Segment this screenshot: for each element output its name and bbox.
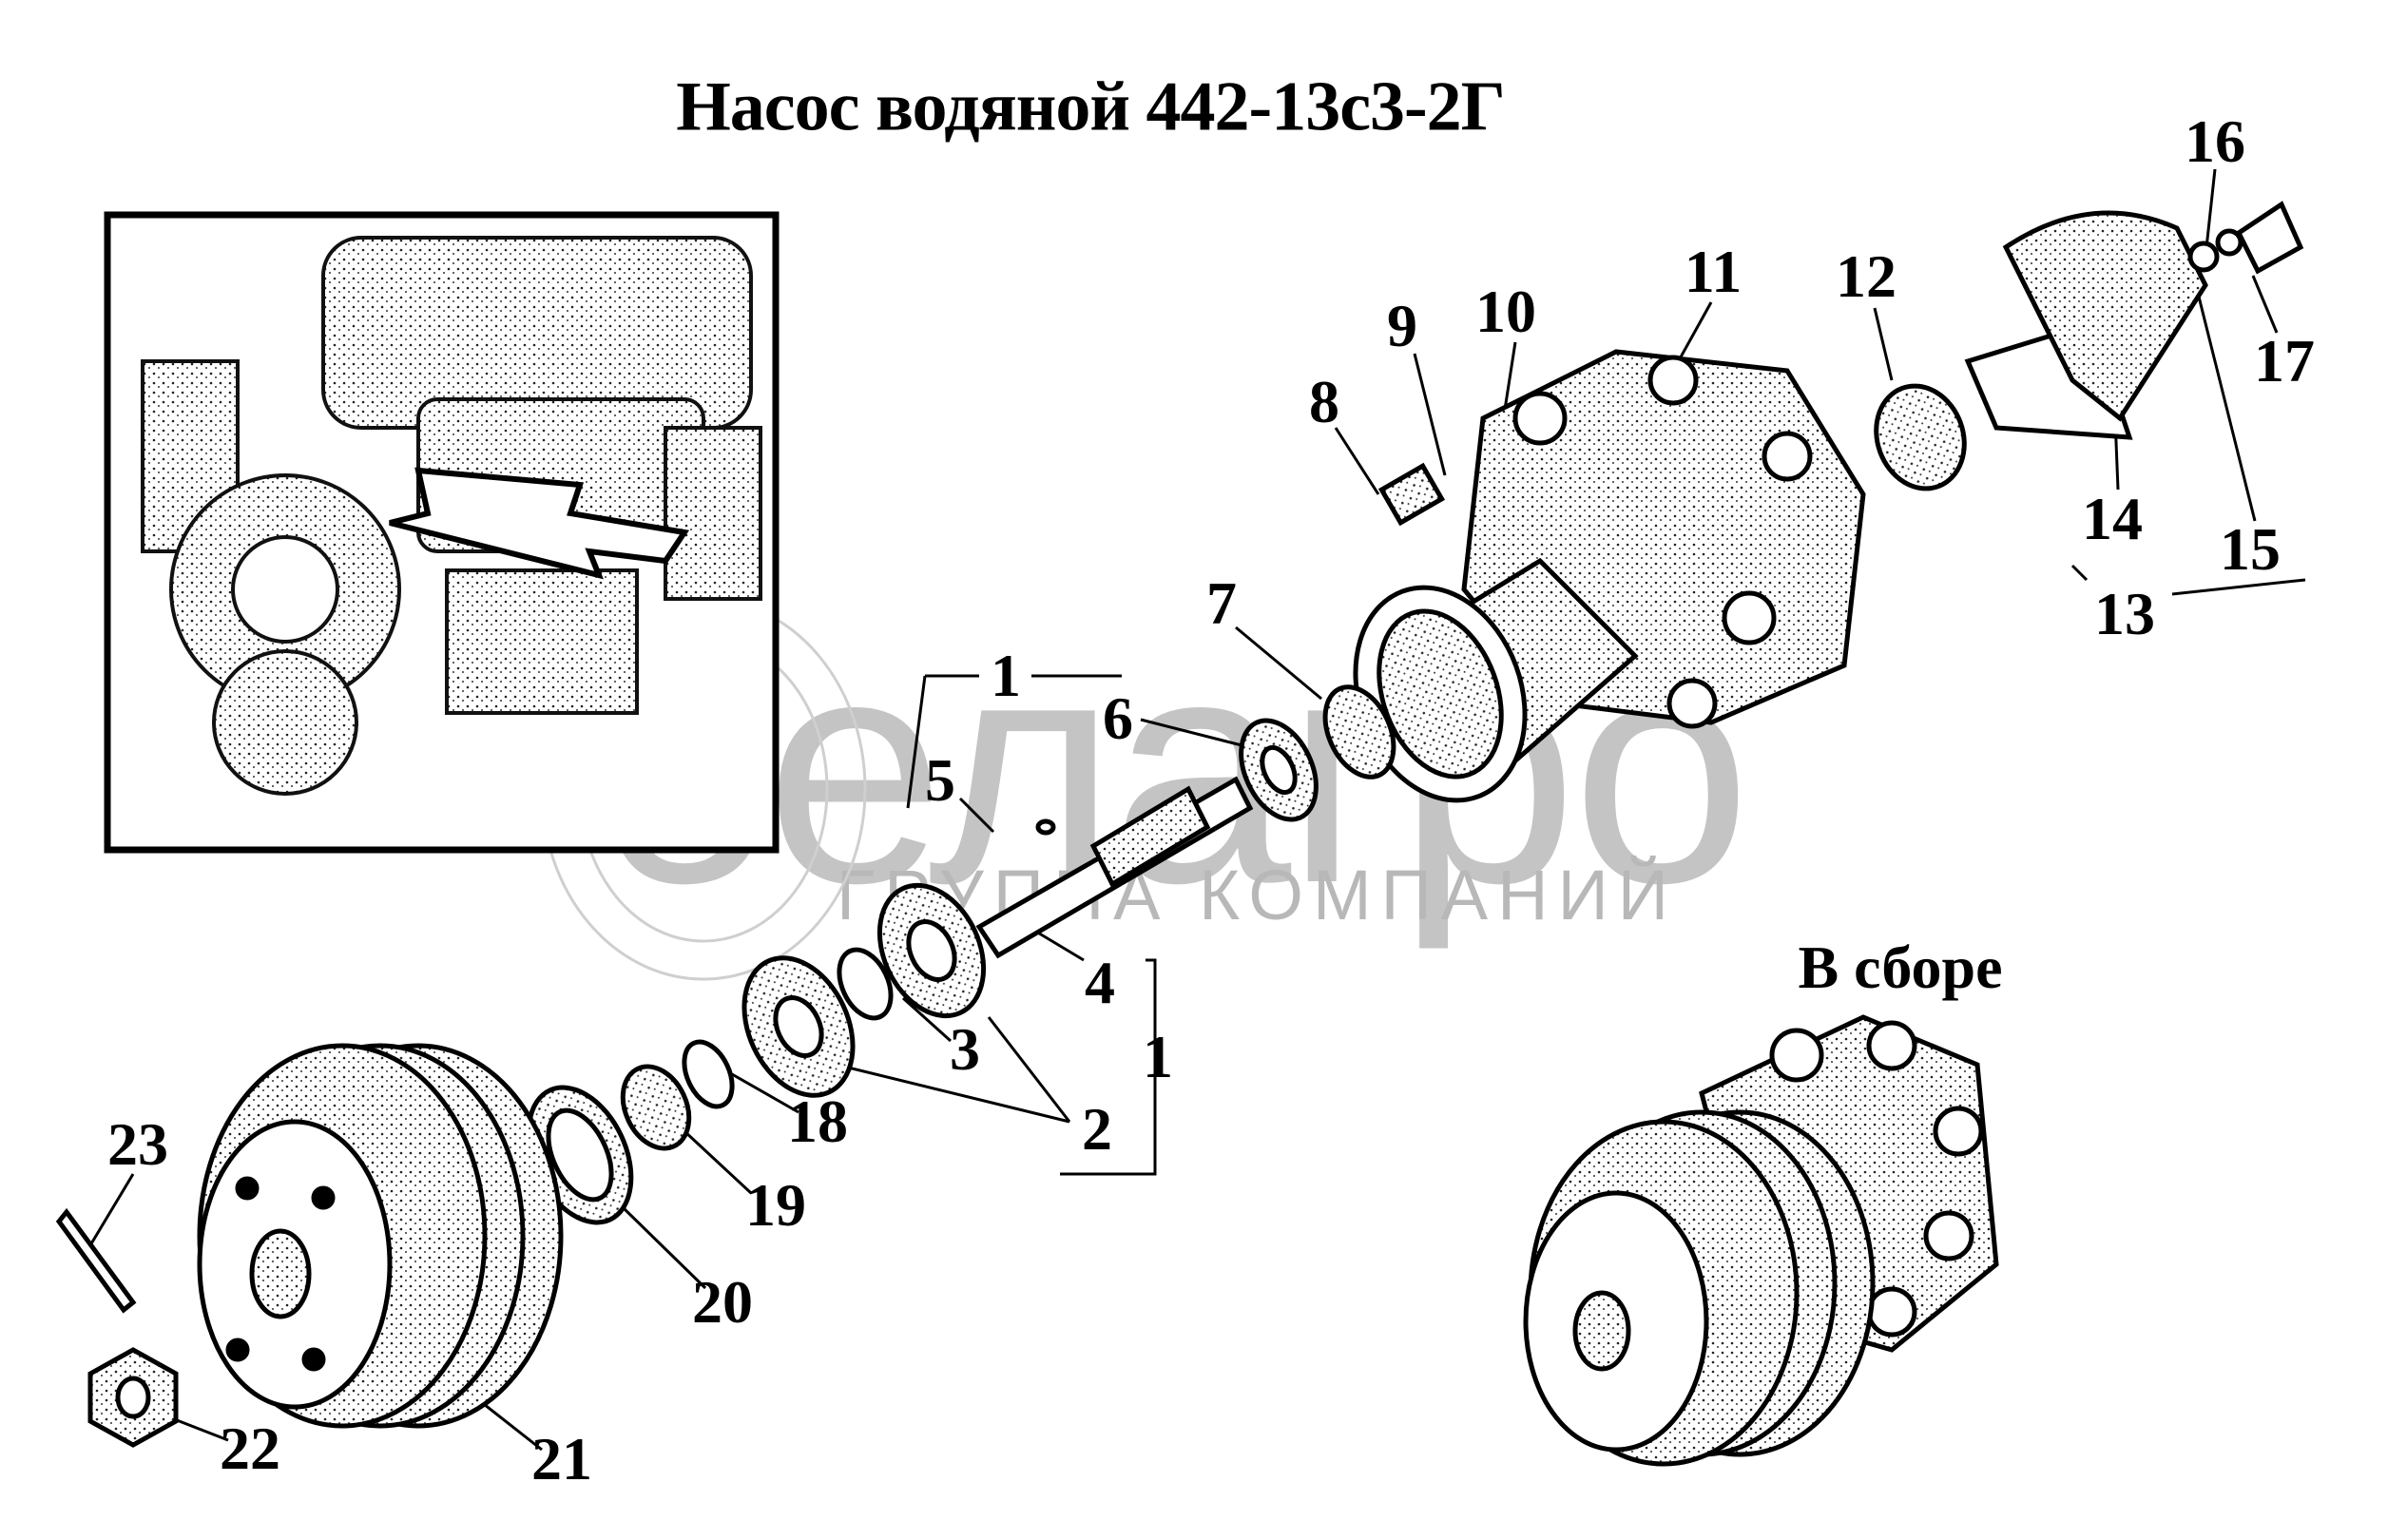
callout-21: 21 bbox=[531, 1425, 592, 1492]
callout-19: 19 bbox=[745, 1171, 806, 1239]
watermark-subtitle: ГРУППА КОМПАНИЙ bbox=[837, 856, 1678, 934]
bearings bbox=[1239, 684, 1396, 822]
page-title: Насос водяной 442-13с3-2Г bbox=[676, 67, 1506, 146]
callout-3: 3 bbox=[950, 1015, 980, 1083]
callout-1-right: 1 bbox=[1143, 1023, 1173, 1090]
callout-10: 10 bbox=[1475, 278, 1536, 345]
callout-7: 7 bbox=[1206, 569, 1237, 637]
callout-2: 2 bbox=[1082, 1095, 1112, 1163]
shaft bbox=[975, 776, 1254, 959]
assembled-pump-view bbox=[1523, 1014, 1999, 1467]
pump-housing bbox=[1353, 349, 1866, 803]
leader-lines bbox=[88, 168, 2306, 1452]
callout-15: 15 bbox=[2220, 515, 2281, 583]
callout-1-top: 1 bbox=[991, 642, 1021, 709]
castle-nut-and-cotter-pin bbox=[55, 1207, 179, 1448]
callout-11: 11 bbox=[1684, 238, 1743, 305]
location-arrow-icon bbox=[389, 467, 690, 580]
callout-23: 23 bbox=[107, 1110, 168, 1178]
callout-20: 20 bbox=[692, 1268, 753, 1336]
callout-9: 9 bbox=[1387, 292, 1417, 359]
callout-14: 14 bbox=[2082, 485, 2143, 552]
callout-8: 8 bbox=[1309, 368, 1339, 435]
callout-5: 5 bbox=[925, 746, 955, 814]
bearings-and-rings bbox=[526, 882, 987, 1225]
callout-18: 18 bbox=[787, 1088, 848, 1155]
engine-location-inset bbox=[104, 211, 780, 854]
pulley bbox=[197, 1043, 564, 1429]
callout-6: 6 bbox=[1103, 684, 1133, 752]
callout-12: 12 bbox=[1836, 242, 1897, 310]
callout-16: 16 bbox=[2185, 107, 2245, 175]
key-part bbox=[1035, 818, 1056, 836]
callout-4: 4 bbox=[1085, 949, 1115, 1016]
callout-22: 22 bbox=[220, 1415, 280, 1482]
assembled-view-label: В сборе bbox=[1798, 934, 2003, 1001]
callout-17: 17 bbox=[2254, 327, 2315, 395]
impeller-assembly bbox=[1874, 201, 2304, 491]
callout-13: 13 bbox=[2094, 580, 2155, 647]
